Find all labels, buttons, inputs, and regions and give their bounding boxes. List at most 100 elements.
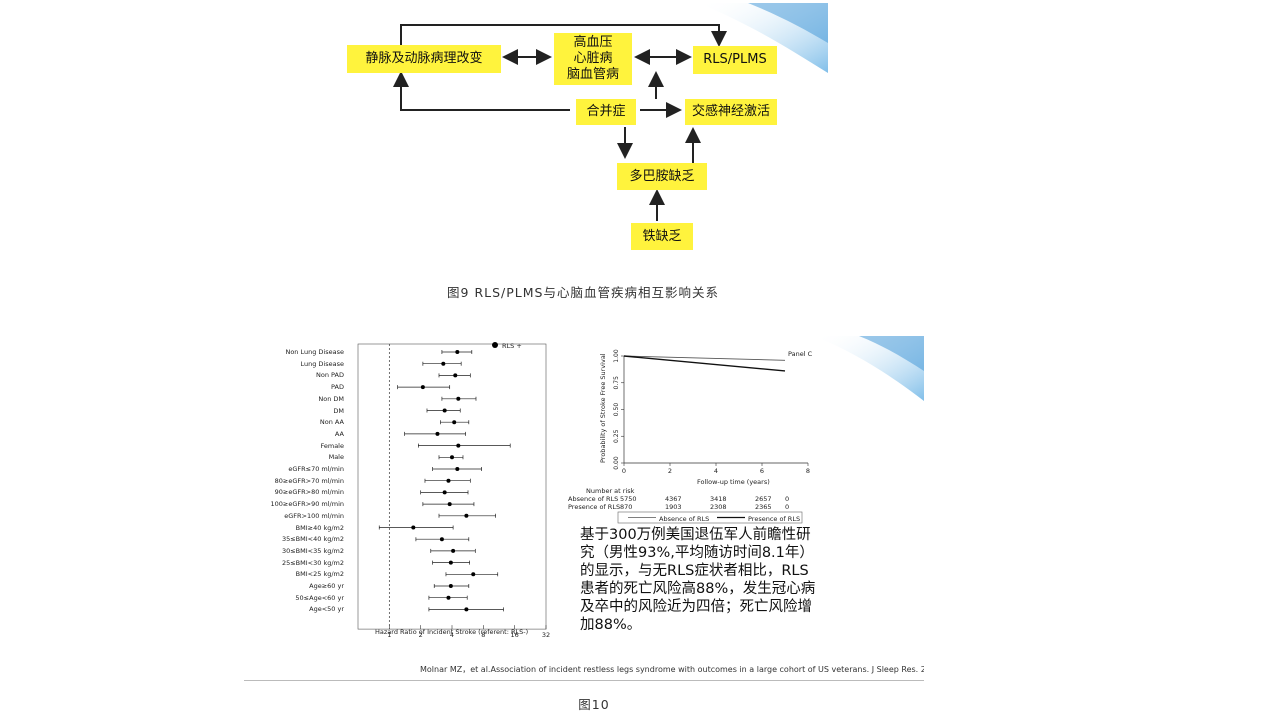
decorative-wave xyxy=(698,3,828,73)
figure9-caption: 图9 RLS/PLMS与心脑血管疾病相互影响关系 xyxy=(447,285,719,300)
box-sympathetic: 交感神经激活 xyxy=(685,99,777,125)
box-cardio-disease: 高血压 心脏病 脑血管病 xyxy=(554,33,632,85)
forest-row-label: Lung Disease xyxy=(300,359,344,368)
risk-cell: 870 xyxy=(620,503,633,511)
forest-point xyxy=(456,443,461,448)
risk-cell: 3418 xyxy=(710,495,727,503)
forest-tick-label: 2 xyxy=(419,631,423,639)
km-ytick-label: 1.00 xyxy=(613,349,620,363)
km-ytick-label: 0.00 xyxy=(613,456,620,470)
risk-cell: 2308 xyxy=(710,503,727,511)
forest-point xyxy=(441,361,446,366)
forest-row-label: Male xyxy=(328,453,344,462)
forest-row-label: eGFR>100 ml/min xyxy=(284,511,344,520)
figure10-caption: 图10 xyxy=(578,697,610,712)
citation: Molnar MZ，et al.Association of incident … xyxy=(420,665,924,674)
forest-row-label: 35≤BMI<40 kg/m2 xyxy=(281,535,344,544)
forest-point xyxy=(439,537,444,542)
forest-row-label: BMI≥40 kg/m2 xyxy=(295,523,344,532)
forest-tick-label: 16 xyxy=(511,631,519,639)
km-ytick-label: 0.75 xyxy=(613,376,620,390)
km-curve-absence xyxy=(623,355,786,361)
box-complication: 合并症 xyxy=(576,99,636,125)
risk-cell: 2657 xyxy=(755,495,772,503)
km-curve-presence xyxy=(623,355,786,372)
forest-row-label: Non DM xyxy=(318,394,344,403)
box-dopamine: 多巴胺缺乏 xyxy=(617,163,707,190)
forest-tick-label: 4 xyxy=(450,631,454,639)
figure9-diagram: 静脉及动脉病理改变 高血压 心脏病 脑血管病 RLS/PLMS 合并症 交感神经… xyxy=(338,3,828,271)
forest-point xyxy=(446,595,451,600)
forest-point xyxy=(471,572,476,577)
divider xyxy=(244,680,924,681)
forest-point xyxy=(448,584,453,588)
decorative-wave xyxy=(814,336,924,401)
risk-cell: 4367 xyxy=(665,495,682,503)
forest-row-label: Female xyxy=(320,441,344,450)
forest-row-label: 30≤BMI<35 kg/m2 xyxy=(281,546,344,555)
forest-point xyxy=(411,525,416,530)
forest-row-label: Age≥60 yr xyxy=(309,582,344,590)
box-rls-plms: RLS/PLMS xyxy=(693,46,777,74)
forest-row-label: 90≥eGFR>80 ml/min xyxy=(274,488,344,497)
risk-cell: 2365 xyxy=(755,503,772,511)
forest-row-label: eGFR≤70 ml/min xyxy=(288,465,344,473)
forest-point xyxy=(435,431,440,436)
forest-row-label: AA xyxy=(334,429,344,438)
km-ytick-label: 0.50 xyxy=(613,403,620,417)
risk-cell: 5750 xyxy=(620,495,637,503)
forest-row-label: PAD xyxy=(331,383,344,392)
forest-row-label: Age<50 yr xyxy=(309,605,344,614)
box-iron: 铁缺乏 xyxy=(631,223,693,250)
forest-point xyxy=(456,396,461,401)
summary-text: 基于300万例美国退伍军人前瞻性研究（男性93%,平均随访时间8.1年）的显示，… xyxy=(580,527,816,633)
risk-cell: 1903 xyxy=(665,503,682,511)
risk-row-label: Absence of RLS xyxy=(568,495,619,503)
risk-cell: 0 xyxy=(785,503,790,511)
km-legend-absence: Absence of RLS xyxy=(659,515,710,523)
km-legend-presence: Presence of RLS xyxy=(748,515,801,523)
risk-row-label: Presence of RLS xyxy=(568,503,621,511)
forest-point xyxy=(453,373,458,378)
forest-point xyxy=(420,385,425,390)
forest-point xyxy=(442,490,447,495)
forest-point xyxy=(446,478,451,483)
risk-cell: 0 xyxy=(785,495,790,503)
forest-row-label: Non AA xyxy=(319,418,344,427)
forest-row-label: 80≥eGFR>70 ml/min xyxy=(274,476,344,485)
forest-row-label: Non Lung Disease xyxy=(285,348,344,356)
km-xtick-label: 2 xyxy=(668,467,672,475)
forest-point xyxy=(464,607,469,612)
forest-point xyxy=(451,548,456,553)
forest-legend: RLS + xyxy=(502,342,522,350)
forest-point xyxy=(442,408,447,413)
box-vascular: 静脉及动脉病理改变 xyxy=(347,45,501,73)
forest-row-label: 50≤Age<60 yr xyxy=(295,593,344,602)
forest-tick-label: 32 xyxy=(542,631,550,639)
km-xtick-label: 0 xyxy=(622,467,626,475)
forest-row-label: BMI<25 kg/m2 xyxy=(295,570,344,579)
forest-point xyxy=(455,467,460,471)
forest-row-label: DM xyxy=(333,406,344,415)
forest-point xyxy=(448,560,453,565)
forest-row-label: 25≤BMI<30 kg/m2 xyxy=(281,558,344,567)
forest-row-label: 100≥eGFR>90 ml/min xyxy=(270,500,344,509)
forest-tick-label: 8 xyxy=(481,631,485,639)
km-ytick-label: 0.25 xyxy=(613,429,620,443)
km-panel-label: Panel C xyxy=(788,350,813,358)
forest-row-label: Non PAD xyxy=(316,371,344,380)
forest-point xyxy=(452,420,457,425)
forest-point xyxy=(464,513,469,518)
forest-legend-dot xyxy=(492,342,498,348)
forest-point xyxy=(450,455,454,460)
km-ylabel: Probability of Stroke Free Survival xyxy=(599,353,607,463)
forest-point xyxy=(447,502,452,507)
forest-point xyxy=(455,350,460,354)
diagram-arrows xyxy=(393,24,727,221)
forest-tick-label: 1 xyxy=(387,631,391,639)
km-xtick-label: 8 xyxy=(806,467,810,475)
km-xtick-label: 4 xyxy=(714,467,718,475)
